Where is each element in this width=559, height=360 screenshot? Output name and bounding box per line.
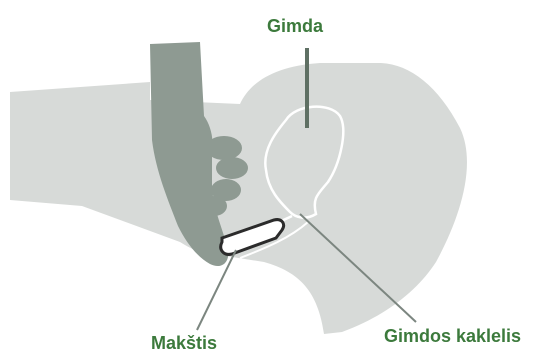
vagina-label: Makštis (151, 333, 217, 354)
cervix-label: Gimdos kaklelis (384, 326, 521, 347)
pelvic-body-shape (10, 63, 467, 334)
uterus-label: Gimda (267, 16, 323, 37)
